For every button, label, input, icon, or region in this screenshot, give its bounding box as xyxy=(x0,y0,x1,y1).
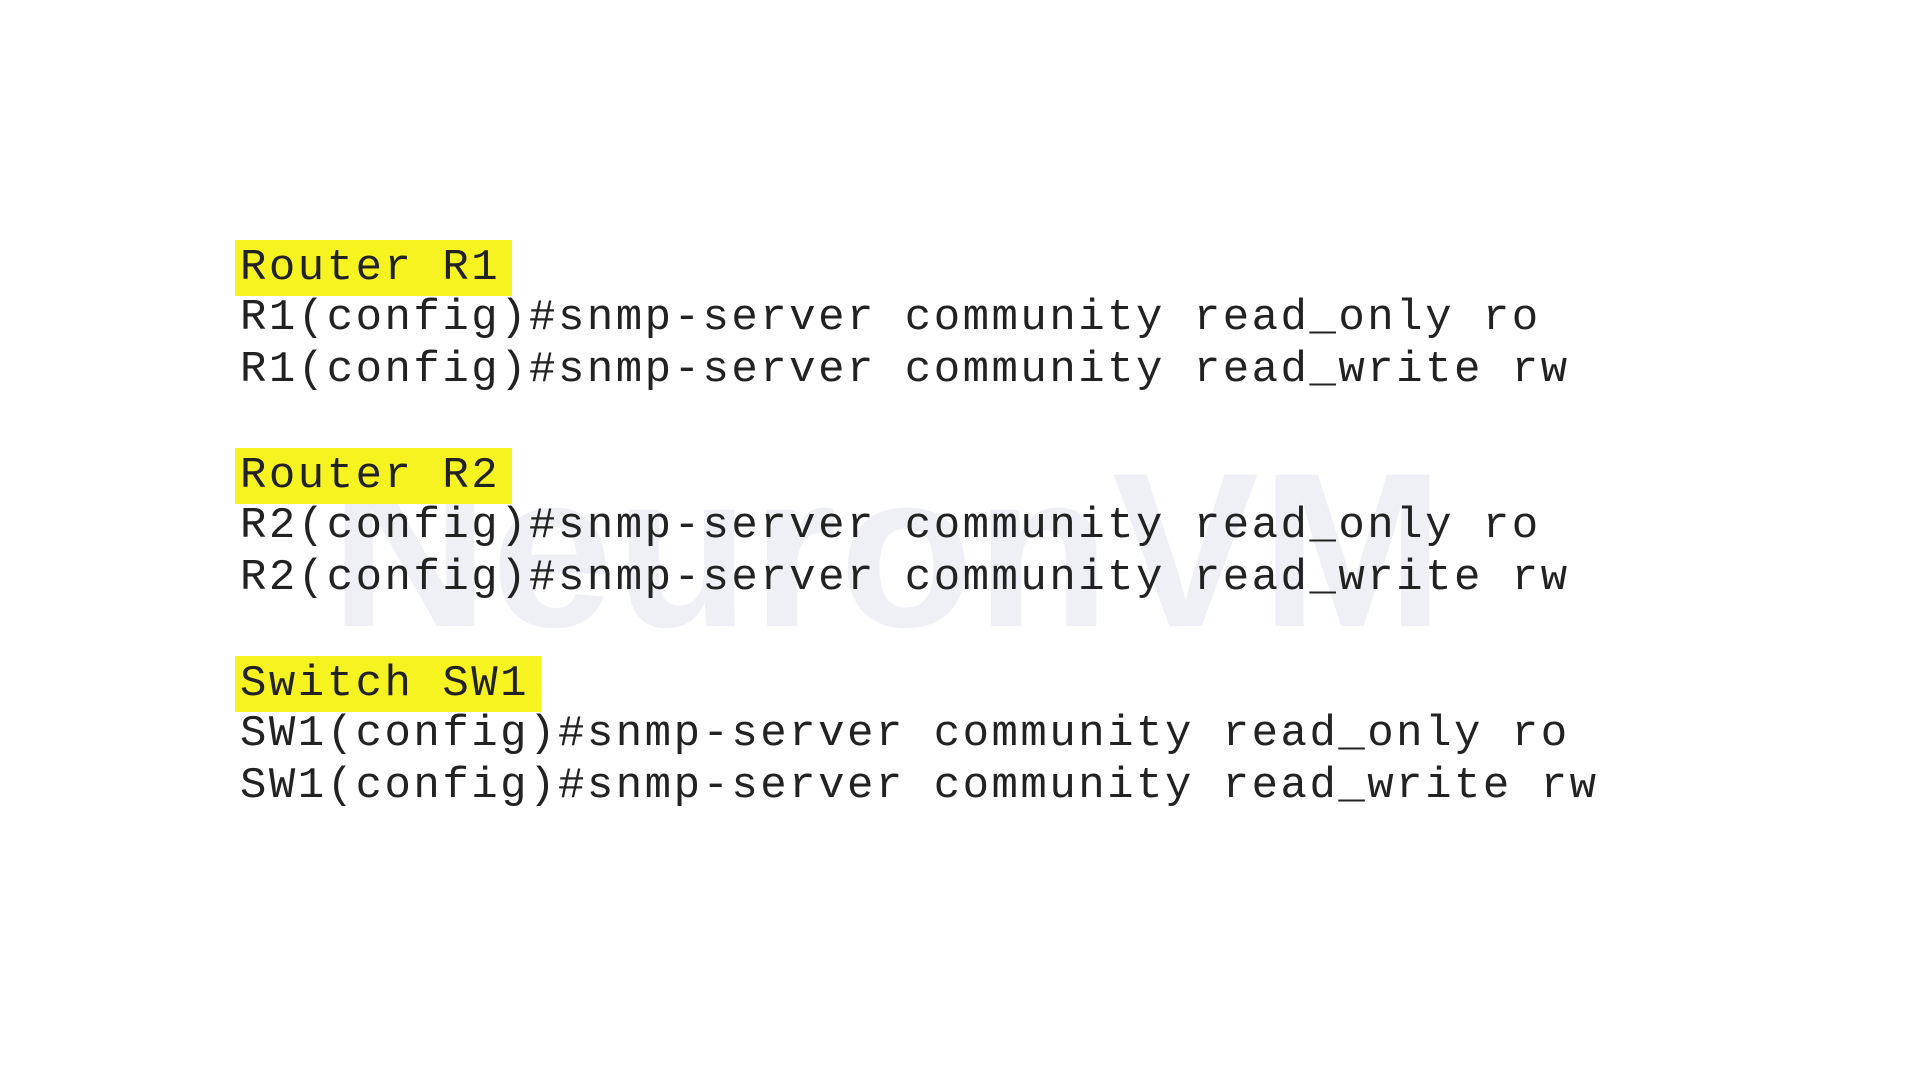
section-heading: Switch SW1 xyxy=(235,656,542,712)
section-heading: Router R1 xyxy=(235,240,513,296)
watermark: NeuronVM xyxy=(330,427,1446,673)
section-router-r2: Router R2 R2(config)#snmp-server communi… xyxy=(235,448,1570,604)
config-line: R1(config)#snmp-server community read_on… xyxy=(240,293,1541,343)
config-line: SW1(config)#snmp-server community read_o… xyxy=(240,709,1570,759)
config-line: R2(config)#snmp-server community read_wr… xyxy=(240,553,1570,603)
config-line: R2(config)#snmp-server community read_on… xyxy=(240,501,1541,551)
config-line: R1(config)#snmp-server community read_wr… xyxy=(240,345,1570,395)
section-heading: Router R2 xyxy=(235,448,513,504)
config-line: SW1(config)#snmp-server community read_w… xyxy=(240,761,1599,811)
section-switch-sw1: Switch SW1 SW1(config)#snmp-server commu… xyxy=(235,656,1599,812)
section-router-r1: Router R1 R1(config)#snmp-server communi… xyxy=(235,240,1570,396)
